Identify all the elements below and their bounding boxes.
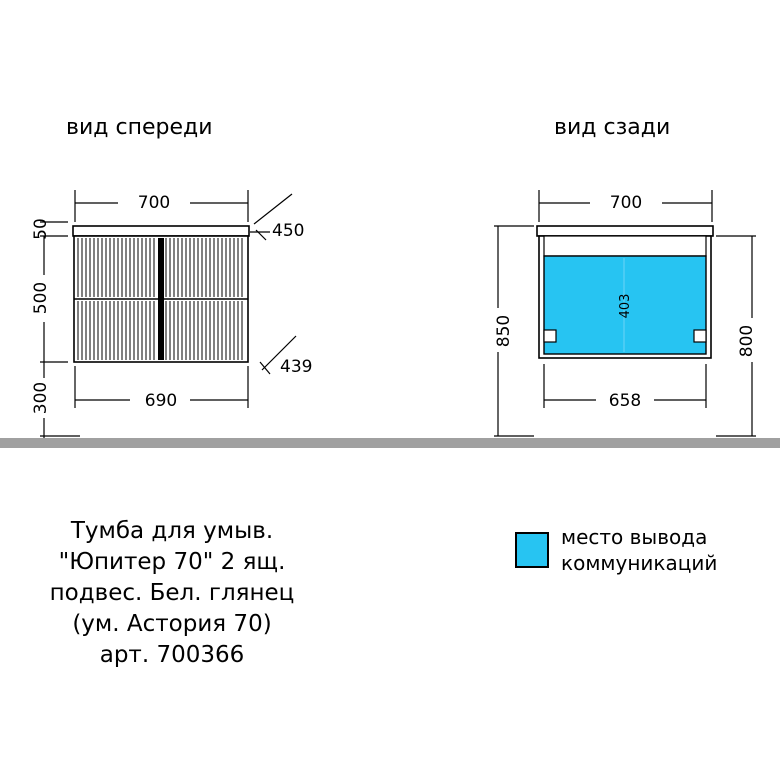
front-countertop bbox=[72, 225, 250, 237]
back-countertop bbox=[536, 225, 714, 237]
product-line-4: (ум. Астория 70) bbox=[72, 611, 272, 637]
product-line-2: "Юпитер 70" 2 ящ. bbox=[58, 549, 286, 575]
back-width-top-dimension bbox=[538, 190, 713, 222]
front-width-bottom-dimension bbox=[74, 366, 249, 408]
front-view-title: вид спереди bbox=[66, 115, 213, 140]
product-line-3: подвес. Бел. глянец bbox=[49, 580, 295, 606]
front-cabinet-body bbox=[73, 235, 249, 363]
front-depth-top-marker bbox=[250, 193, 293, 241]
front-width-top-dimension bbox=[74, 190, 249, 222]
front-width-bottom-label: 690 bbox=[145, 391, 177, 411]
front-depth-top-label: 450 bbox=[272, 221, 304, 241]
product-description: Тумба для умыв. "Юпитер 70" 2 ящ. подвес… bbox=[22, 516, 322, 671]
mount-bracket-left bbox=[543, 329, 557, 343]
legend-text: место вывода коммуникаций bbox=[561, 524, 717, 576]
legend-line-2: коммуникаций bbox=[561, 551, 718, 575]
communications-cutout bbox=[543, 255, 707, 355]
back-mount-height-label: 800 bbox=[737, 325, 757, 357]
front-body-height-label: 500 bbox=[31, 282, 51, 314]
mount-bracket-right bbox=[693, 329, 707, 343]
back-total-height-label: 850 bbox=[494, 315, 514, 347]
back-width-bottom-label: 658 bbox=[609, 391, 641, 411]
front-depth-bottom-marker bbox=[259, 335, 297, 375]
back-mount-height-dimension bbox=[716, 235, 756, 437]
back-width-bottom-dimension bbox=[543, 364, 707, 408]
product-line-5: арт. 700366 bbox=[99, 642, 245, 668]
floor-line bbox=[0, 438, 780, 448]
front-leg-height-label: 300 bbox=[31, 382, 51, 414]
front-width-top-label: 700 bbox=[138, 193, 170, 213]
front-top-thickness-label: 50 bbox=[31, 218, 51, 240]
back-total-height-dimension bbox=[494, 225, 534, 437]
back-cutout-height-label: 403 bbox=[618, 294, 633, 319]
legend: место вывода коммуникаций bbox=[515, 524, 775, 576]
legend-line-1: место вывода bbox=[561, 525, 708, 549]
back-width-top-label: 700 bbox=[610, 193, 642, 213]
front-depth-bottom-label: 439 bbox=[280, 357, 312, 377]
product-line-1: Тумба для умыв. bbox=[70, 518, 274, 544]
back-view-title: вид сзади bbox=[554, 115, 670, 140]
legend-swatch bbox=[515, 532, 549, 568]
